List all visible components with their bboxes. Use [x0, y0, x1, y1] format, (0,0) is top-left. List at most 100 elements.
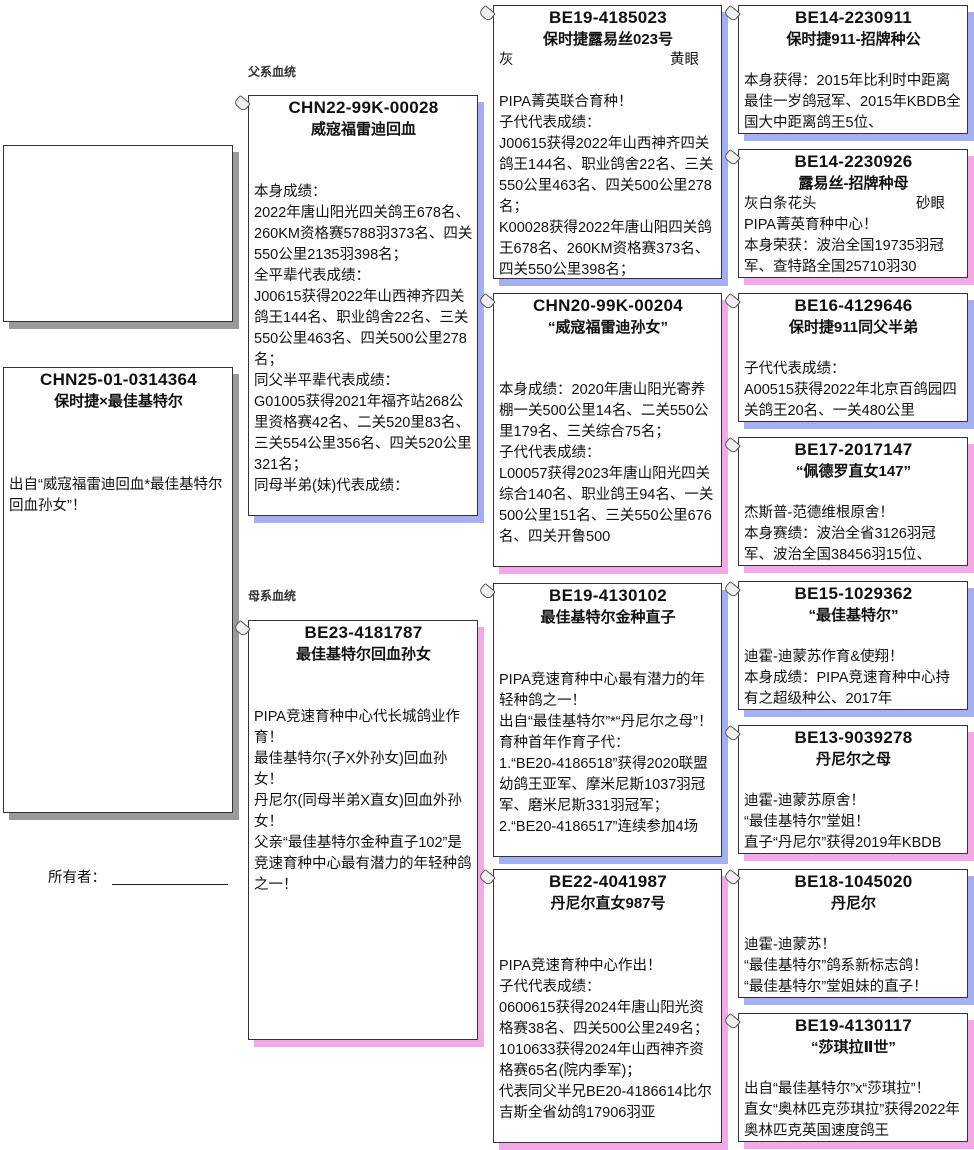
pedigree-note: 本身成绩：PIPA竞速育种中心持有之超级种公、2017年 [744, 670, 950, 707]
ring-number: BE19-4130102 [549, 586, 667, 605]
pigeon-name: 最佳基特尔金种直子 [540, 609, 676, 626]
pedigree-note: 1010633获得2024年山西神齐资格赛65名(院内季军)； [499, 1042, 704, 1079]
pedigree-note: 本身成绩：2020年唐山阳光寄养棚一关500公里14名、二关550公里179名、… [499, 382, 709, 440]
pedigree-note: 全平辈代表成绩： [254, 268, 370, 284]
dam-line-label: 母系血统 [248, 589, 297, 603]
pigeon-name: 保时捷露易丝023号 [542, 31, 674, 48]
pedigree-note: PIPA竞速育种中心作出！ [499, 958, 662, 974]
pedigree-note: 同母半弟(妹)代表成绩： [254, 478, 409, 494]
pedigree-note: L00057获得2023年唐山阳光四关综合140名、职业鸽王94名、一关500公… [499, 466, 714, 545]
feather-color: 灰 [499, 52, 514, 68]
color-eye-row: 灰白条花头 砂眼 [744, 194, 963, 215]
pigeon-name: “莎琪拉Ⅱ世” [811, 1039, 896, 1056]
pedigree-note: PIPA竞速育种中心代长城鸽业作育！ [254, 709, 460, 746]
pigeon-name: 露易丝-招牌种母 [798, 175, 909, 192]
pedigree-note: 子代代表成绩： [499, 445, 601, 461]
pedigree-note: “最佳基特尔”堂姐！ [744, 814, 870, 830]
ring-number: BE13-9039278 [794, 728, 913, 747]
pedigree-note: PIPA菁英联合育种！ [499, 94, 633, 110]
pedigree-note: 父亲“最佳基特尔金种直子102”是竞速育种中心最有潜力的年轻种鸽之一！ [254, 835, 472, 893]
ring-number: BE23-4181787 [304, 623, 423, 642]
pedigree-note: 本身赛绩：波治全省3126羽冠军、波治全国38456羽15位、 [744, 526, 936, 563]
pedigree-note: 同父半平辈代表成绩： [254, 373, 399, 389]
sire-card[interactable]: CHN22-99K-00028 威寇福雷迪回血本身成绩： 2022年唐山阳光四关鸽… [248, 95, 478, 516]
ring-number: BE15-1029362 [794, 584, 913, 603]
pigeon-name: 保时捷911-招牌种公 [786, 31, 921, 48]
pigeon-name: 威寇福雷迪回血 [310, 121, 416, 138]
ggp-card-5[interactable]: BE15-1029362 “最佳基特尔” 迪霍-迪蒙苏作育&使翔！ 本身成绩：PIP… [738, 581, 968, 710]
pedigree-note: 出自“威寇福雷迪回血*最佳基特尔回血孙女”！ [9, 477, 223, 514]
pigeon-name: 丹尼尔 [830, 895, 876, 912]
pedigree-note: 直女“奥林匹克莎琪拉”获得2022年奥林匹克英国速度鸽王 [744, 1102, 960, 1139]
pedigree-note: 子代代表成绩： [744, 361, 846, 377]
ring-number: CHN22-99K-00028 [288, 98, 439, 117]
ggp-card-8[interactable]: BE19-4130117 “莎琪拉Ⅱ世” 出自“最佳基特尔”x“莎琪拉”！ 直女“奥… [738, 1013, 968, 1142]
pigeon-name: “威寇福雷迪孙女” [547, 319, 668, 336]
pedigree-note: PIPA竞速育种中心最有潜力的年轻种鸽之一！ [499, 672, 705, 709]
pigeon-name: 保时捷×最佳基特尔 [54, 393, 183, 410]
eye-type: 黄眼 [670, 52, 699, 68]
ggp-card-4[interactable]: BE17-2017147 “佩德罗直女147” 杰斯普-范德维根原舍！ 本身赛绩：波… [738, 437, 968, 566]
pedigree-note: PIPA菁英育种中心！ [744, 217, 878, 233]
pedigree-note: 2.“BE20-4186517”连续参加4场 [499, 819, 699, 835]
dam-card[interactable]: BE23-4181787 最佳基特尔回血孙女 PIPA竞速育种中心代长城鸽业作育！… [248, 620, 478, 1040]
pigeon-name: 保时捷911同父半弟 [788, 319, 919, 336]
sire-sire-card[interactable]: BE19-4185023 保时捷露易丝023号灰 黄眼 PIPA菁英联合育种！ 子代代… [493, 5, 722, 279]
pedigree-note: A00515获得2022年北京百鸽园四关鸽王20名、一关480公里 [744, 382, 957, 419]
ring-number: BE16-4129646 [794, 296, 913, 315]
pedigree-note: 出自“最佳基特尔”x“莎琪拉”！ [744, 1081, 931, 1097]
pedigree-note: J00615获得2022年山西神齐四关鸽王144名、职业鸽舍22名、三关550公… [499, 136, 714, 215]
ring-number: CHN20-99K-00204 [532, 296, 684, 315]
photo-box[interactable] [3, 145, 233, 322]
pedigree-note: 最佳基特尔(子X外孙女)回血孙女！ [254, 751, 448, 788]
pedigree-note: 迪霍-迪蒙苏作育&使翔！ [744, 649, 904, 665]
feather-color: 灰白条花头 [744, 196, 817, 212]
pigeon-name: 丹尼尔直女987号 [550, 895, 666, 912]
pedigree-note: 迪霍-迪蒙苏原舍！ [744, 793, 865, 809]
pigeon-name: 丹尼尔之母 [815, 751, 891, 768]
ring-number: BE17-2017147 [794, 440, 913, 459]
pedigree-note: 2022年唐山阳光四关鸽王678名、260KM资格赛5788羽373名、四关55… [254, 205, 473, 263]
ggp-card-3[interactable]: BE16-4129646 保时捷911同父半弟子代代表成绩： A00515获得20… [738, 293, 968, 422]
pedigree-note: 1.“BE20-4186518”获得2020联盟幼鸽王亚军、摩米尼斯1037羽冠… [499, 756, 708, 814]
ggp-card-1[interactable]: BE14-2230911 保时捷911-招牌种公本身获得：2015年比利时中距离… [738, 5, 968, 134]
pigeon-name: “最佳基特尔” [808, 607, 899, 624]
pedigree-note: 0600615获得2024年唐山阳光资格赛38名、四关500公里249名； [499, 1000, 709, 1037]
color-eye-row: 灰 黄眼 [499, 50, 717, 71]
pedigree-note: 丹尼尔(同母半弟X直女)回血外孙女！ [254, 793, 462, 830]
ring-number: BE14-2230926 [794, 152, 913, 171]
ring-number: CHN25-01-0314364 [40, 370, 197, 389]
pedigree-note: “最佳基特尔”鸽系新标志鸽！ [744, 958, 928, 974]
pedigree-note: 本身成绩： [254, 184, 327, 200]
owner-field[interactable] [112, 884, 228, 885]
pedigree-note: J00615获得2022年山西神齐四关鸽王144名、职业鸽舍22名、三关550公… [254, 289, 469, 368]
ring-number: BE22-4041987 [549, 872, 667, 891]
pedigree-note: 子代代表成绩： [499, 979, 601, 995]
dam-dam-card[interactable]: BE22-4041987 丹尼尔直女987号 PIPA竞速育种中心作出！ 子代代表成… [493, 869, 722, 1143]
owner-label: 所有者： [48, 870, 106, 886]
pedigree-note: 代表同父半兄BE20-4186614比尔吉斯全省幼鸽17906羽亚 [499, 1084, 712, 1121]
pedigree-note: 子代代表成绩： [499, 115, 601, 131]
ring-number: BE14-2230911 [794, 8, 913, 27]
pedigree-note: 本身获得：2015年比利时中距离最佳一岁鸽冠军、2015年KBDB全国大中距离鸽… [744, 73, 961, 131]
pedigree-note: 杰斯普-范德维根原舍！ [744, 505, 894, 521]
eye-type: 砂眼 [916, 196, 945, 212]
sire-line-label: 父系血统 [248, 65, 297, 79]
ring-number: BE18-1045020 [794, 872, 913, 891]
subject-card[interactable]: CHN25-01-0314364 保时捷×最佳基特尔出自“威寇福雷迪回血*最佳基… [3, 367, 233, 813]
pigeon-name: 最佳基特尔回血孙女 [295, 646, 431, 663]
pigeon-name: “佩德罗直女147” [795, 463, 912, 480]
dam-sire-card[interactable]: BE19-4130102 最佳基特尔金种直子 PIPA竞速育种中心最有潜力的年轻种… [493, 583, 722, 857]
ring-number: BE19-4185023 [549, 8, 667, 27]
pedigree-note: 迪霍-迪蒙苏！ [744, 937, 836, 953]
pedigree-note: G01005获得2021年福齐站268公里资格赛42名、二关520里83名、三关… [254, 394, 472, 473]
pedigree-note: 本身荣获：波治全国19735羽冠军、查特路全国25710羽30 [744, 238, 944, 275]
ring-number: BE19-4130117 [794, 1016, 913, 1035]
pedigree-note: K00028获得2022年唐山阳四关鸽王678名、260KM资格赛373名、四关… [499, 220, 712, 278]
sire-dam-card[interactable]: CHN20-99K-00204 “威寇福雷迪孙女” 本身成绩：2020年唐山阳光寄… [493, 293, 722, 567]
ggp-card-2[interactable]: BE14-2230926 露易丝-招牌种母灰白条花头 砂眼 PIPA菁英育种中心！ 本… [738, 149, 968, 278]
pedigree-note: 育种首年作育子代： [499, 735, 630, 751]
ggp-card-7[interactable]: BE18-1045020 丹尼尔迪霍-迪蒙苏！“最佳基特尔”鸽系新标志鸽！“最佳… [738, 869, 968, 998]
ggp-card-6[interactable]: BE13-9039278 丹尼尔之母迪霍-迪蒙苏原舍！“最佳基特尔”堂姐！直子“… [738, 725, 968, 854]
pedigree-note: 出自“最佳基特尔”*“丹尼尔之母”！ [499, 714, 713, 730]
